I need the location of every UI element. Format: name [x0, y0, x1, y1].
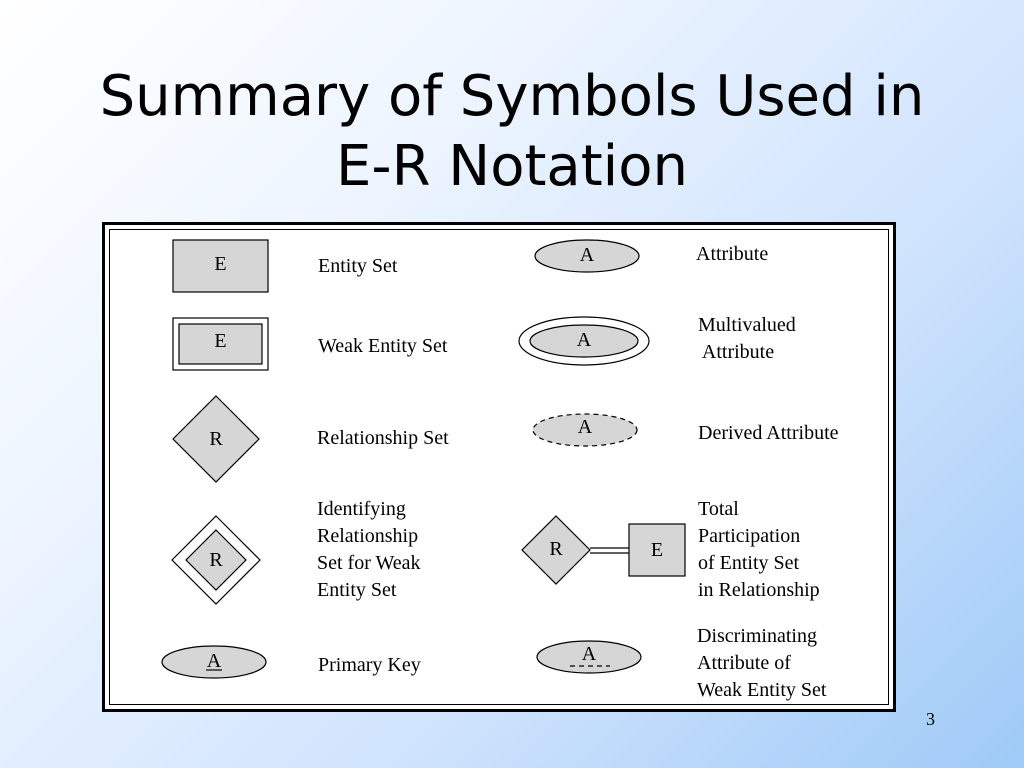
symbol-table-frame — [102, 222, 896, 712]
attribute-letter: A — [579, 244, 595, 266]
entity-set-letter: E — [214, 253, 227, 275]
page-number: 3 — [926, 709, 935, 729]
relationship-set-letter: R — [209, 428, 223, 450]
total-participation-relationship-symbol — [521, 515, 591, 585]
discriminating-attribute-symbol — [536, 640, 642, 674]
total-participation-entity-symbol — [628, 523, 686, 577]
identifying-relationship-letter: R — [209, 549, 223, 571]
discriminating-attribute-letter: A — [581, 643, 597, 665]
total-participation-relationship-letter: R — [549, 538, 563, 560]
derived-attribute-symbol — [532, 413, 638, 447]
label-attribute: Attribute — [696, 243, 769, 265]
slide-title: Summary of Symbols Used in E-R Notation — [0, 62, 1024, 202]
identifying-relationship-inner-symbol — [185, 529, 247, 591]
total-participation-entity-letter: E — [650, 539, 664, 561]
title-line-1: Summary of Symbols Used in — [99, 64, 925, 129]
label-discriminating-attribute: Discriminating Attribute of Weak Entity … — [697, 625, 827, 701]
derived-attribute-letter: A — [577, 416, 593, 438]
label-relationship-set: Relationship Set — [317, 427, 449, 449]
weak-entity-set-inner-symbol — [178, 323, 263, 365]
relationship-set-symbol — [172, 395, 260, 483]
attribute-symbol — [534, 239, 640, 273]
entity-set-symbol — [172, 239, 269, 293]
label-derived-attribute: Derived Attribute — [698, 422, 839, 444]
label-entity-set: Entity Set — [318, 255, 398, 277]
primary-key-letter: A — [206, 650, 222, 672]
label-identifying-relationship: Identifying Relationship Set for Weak En… — [317, 498, 421, 601]
multivalued-attribute-inner-symbol — [529, 324, 639, 358]
symbol-table-inner-border — [109, 229, 889, 705]
weak-entity-set-letter: E — [214, 330, 227, 352]
title-line-2: E-R Notation — [336, 134, 688, 199]
label-primary-key: Primary Key — [318, 654, 421, 676]
primary-key-symbol — [161, 645, 267, 679]
multivalued-attribute-letter: A — [576, 329, 592, 351]
label-weak-entity-set: Weak Entity Set — [318, 335, 448, 357]
label-total-participation: Total Participation of Entity Set in Rel… — [698, 498, 820, 601]
label-multivalued-attribute: Multivalued Attribute — [698, 314, 796, 363]
